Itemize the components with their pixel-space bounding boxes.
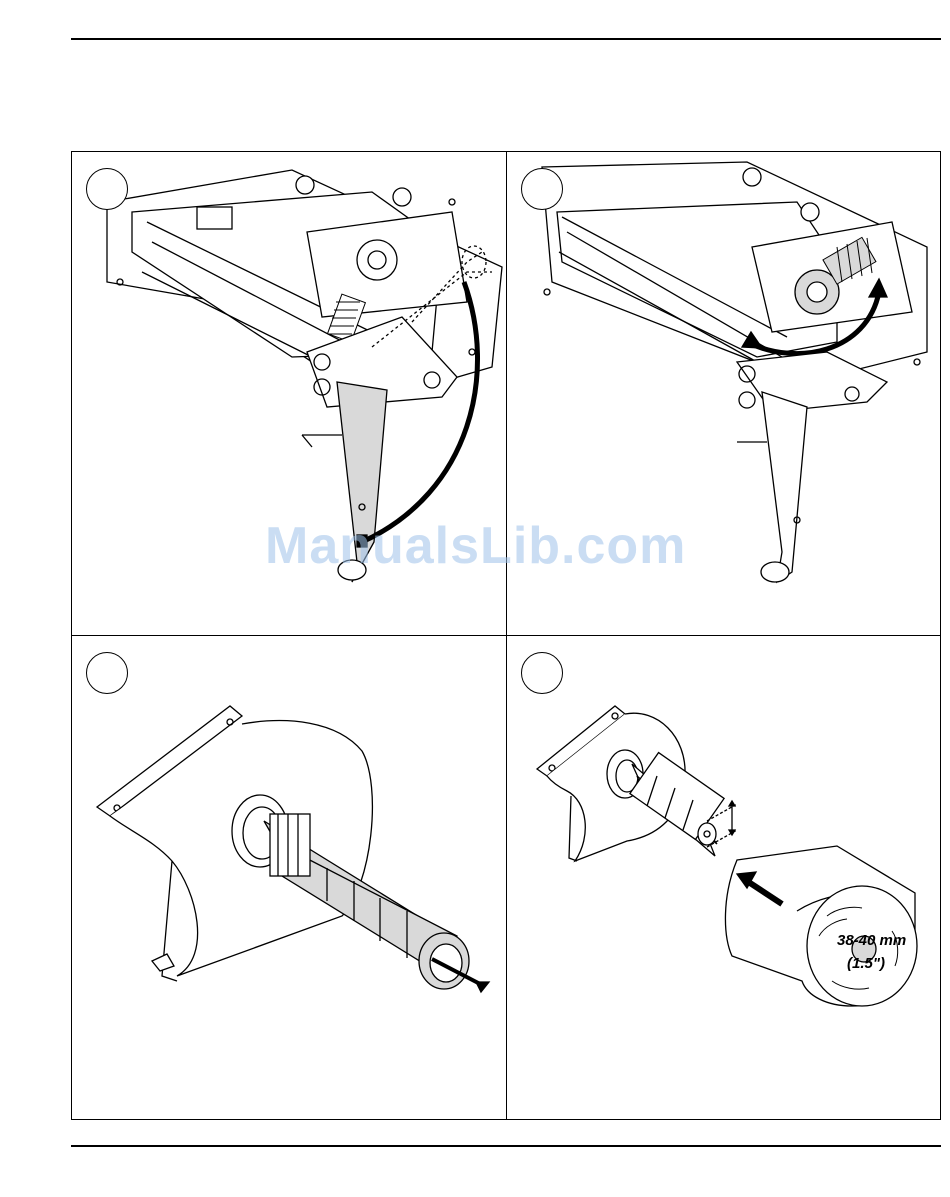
- header-rule: [71, 38, 941, 40]
- illustration-grid: 38-40 mm (1.5"): [71, 151, 941, 1120]
- step-number-circle-2: [521, 168, 563, 210]
- step-number-circle-1: [86, 168, 128, 210]
- new-roll-insertion-illustration: [507, 636, 940, 1119]
- footer-rule: [71, 1145, 941, 1147]
- step-number-circle-4: [521, 652, 563, 694]
- roll-core-removal-illustration: [72, 636, 507, 1119]
- step-panel-3: [72, 636, 507, 1119]
- dimension-imperial-label: (1.5"): [847, 955, 885, 973]
- watermark-text: ManualsLib.com: [265, 516, 686, 576]
- dimension-metric-label: 38-40 mm: [837, 932, 906, 950]
- step-panel-4: 38-40 mm (1.5"): [507, 636, 940, 1119]
- step-number-circle-3: [86, 652, 128, 694]
